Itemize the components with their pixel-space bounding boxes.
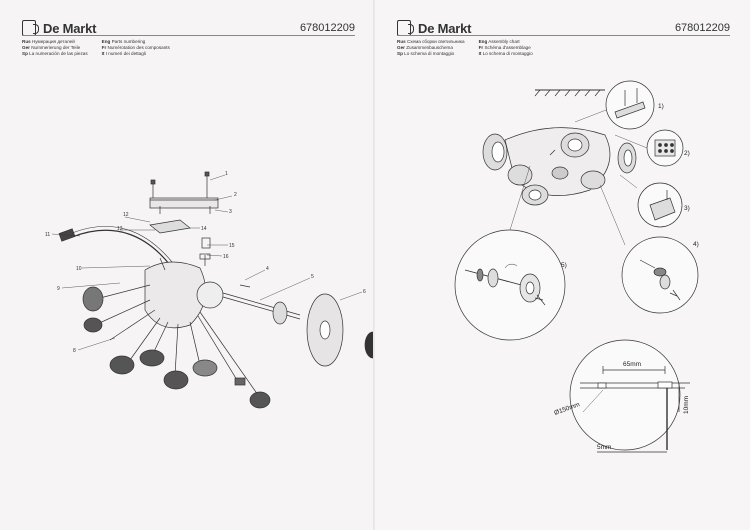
assembled-fixture bbox=[482, 127, 638, 246]
step-2-wiring-detail bbox=[614, 129, 684, 167]
canopy-plate bbox=[149, 219, 191, 234]
legend-line: Rus Схема сборки светильника bbox=[397, 39, 465, 44]
step-label-4: 4) bbox=[693, 241, 699, 248]
callout-14: 14 bbox=[201, 226, 207, 232]
legend-line: Fr Numérotation des composants bbox=[101, 45, 170, 50]
step-5-detail bbox=[454, 229, 566, 341]
step-label-5: 5) bbox=[561, 262, 567, 269]
legend-line: Eng Assembly chart bbox=[478, 39, 520, 44]
callout-8: 8 bbox=[73, 348, 76, 354]
callout-12: 12 bbox=[123, 212, 129, 218]
step-label-3: 3) bbox=[684, 205, 690, 212]
exploded-parts-diagram: 1 2 3 4 5 6 7 8 9 10 11 12 13 14 15 16 bbox=[45, 171, 375, 409]
callout-10: 10 bbox=[76, 266, 82, 272]
dimension-10mm: 10mm bbox=[683, 396, 690, 414]
step-1-detail bbox=[574, 80, 655, 130]
horizontal-arm bbox=[222, 292, 301, 325]
legend-line: Fr Schéma d'assemblage bbox=[478, 45, 531, 50]
legend-line: Sp La numeración de las piezas bbox=[22, 51, 88, 56]
lamp-heads bbox=[82, 286, 271, 409]
dimension-65mm: 65mm bbox=[623, 361, 641, 368]
large-dish-shade bbox=[306, 293, 344, 367]
callout-1: 1 bbox=[225, 171, 228, 177]
legend-column-1: Rus Схема сборки светильника Ger Zusamme… bbox=[397, 39, 465, 57]
callout-4: 4 bbox=[266, 266, 269, 272]
central-hub bbox=[144, 255, 206, 329]
callout-9: 9 bbox=[57, 286, 60, 292]
mounting-bracket bbox=[149, 171, 219, 214]
legend-line: Sp Lo schema di montaggio bbox=[397, 51, 455, 56]
header-divider bbox=[397, 35, 730, 36]
ceiling-line bbox=[534, 89, 605, 97]
article-number: 678012209 bbox=[674, 22, 730, 34]
brand-name: De Markt bbox=[43, 20, 97, 36]
callout-11: 11 bbox=[45, 232, 50, 238]
legend-line: Rus Нумерация деталей bbox=[22, 39, 75, 44]
callout-6: 6 bbox=[363, 289, 366, 295]
callout-16: 16 bbox=[223, 254, 229, 260]
assembly-diagram: 1) 2) 3) 4) 5) 65mm Ø150mm 10mm 5mm bbox=[454, 80, 699, 453]
left-page: De Markt 678012209 Rus Нумерация деталей… bbox=[22, 20, 375, 409]
bolt bbox=[239, 284, 251, 288]
article-number: 678012209 bbox=[299, 22, 355, 34]
callout-7: 7 bbox=[368, 337, 371, 343]
header-divider bbox=[22, 35, 355, 36]
legend-column-1: Rus Нумерация деталей Ger Nummerierung d… bbox=[22, 39, 88, 57]
secondary-hub bbox=[196, 281, 224, 309]
legend-column-2: Eng Parts numbering Fr Numérotation des … bbox=[102, 39, 170, 57]
callout-13: 13 bbox=[117, 226, 123, 232]
brand-name: De Markt bbox=[418, 20, 472, 36]
assembly-legend: Rus Схема сборки светильника Ger Zusamme… bbox=[397, 39, 533, 57]
leader-lines bbox=[51, 174, 363, 351]
dimension-5mm: 5mm bbox=[597, 444, 611, 451]
legend-line: Ger Zusammenbauschema bbox=[397, 45, 453, 50]
radiating-arms bbox=[94, 284, 259, 396]
step-label-1: 1) bbox=[658, 103, 664, 110]
legend-line: Eng Parts numbering bbox=[101, 39, 146, 44]
step-3-detail bbox=[637, 182, 683, 228]
callout-3: 3 bbox=[229, 209, 232, 215]
legend-line: Ger Nummerierung der Teile bbox=[22, 45, 81, 50]
parts-legend: Rus Нумерация деталей Ger Nummerierung d… bbox=[22, 39, 170, 57]
callout-5: 5 bbox=[311, 274, 314, 280]
callout-15: 15 bbox=[229, 243, 235, 249]
step-4-detail bbox=[621, 236, 699, 314]
legend-column-2: Eng Assembly chart Fr Schéma d'assemblag… bbox=[479, 39, 533, 57]
right-page: De Markt 678012209 Rus Схема сборки свет… bbox=[375, 0, 750, 530]
dimension-detail bbox=[569, 339, 690, 453]
legend-line: It Lo schema di montaggio bbox=[478, 51, 533, 56]
curved-arm bbox=[58, 226, 173, 266]
callout-2: 2 bbox=[234, 192, 237, 198]
legend-line: It I numeri dei dettagli bbox=[101, 51, 146, 56]
step-label-2: 2) bbox=[684, 150, 690, 157]
